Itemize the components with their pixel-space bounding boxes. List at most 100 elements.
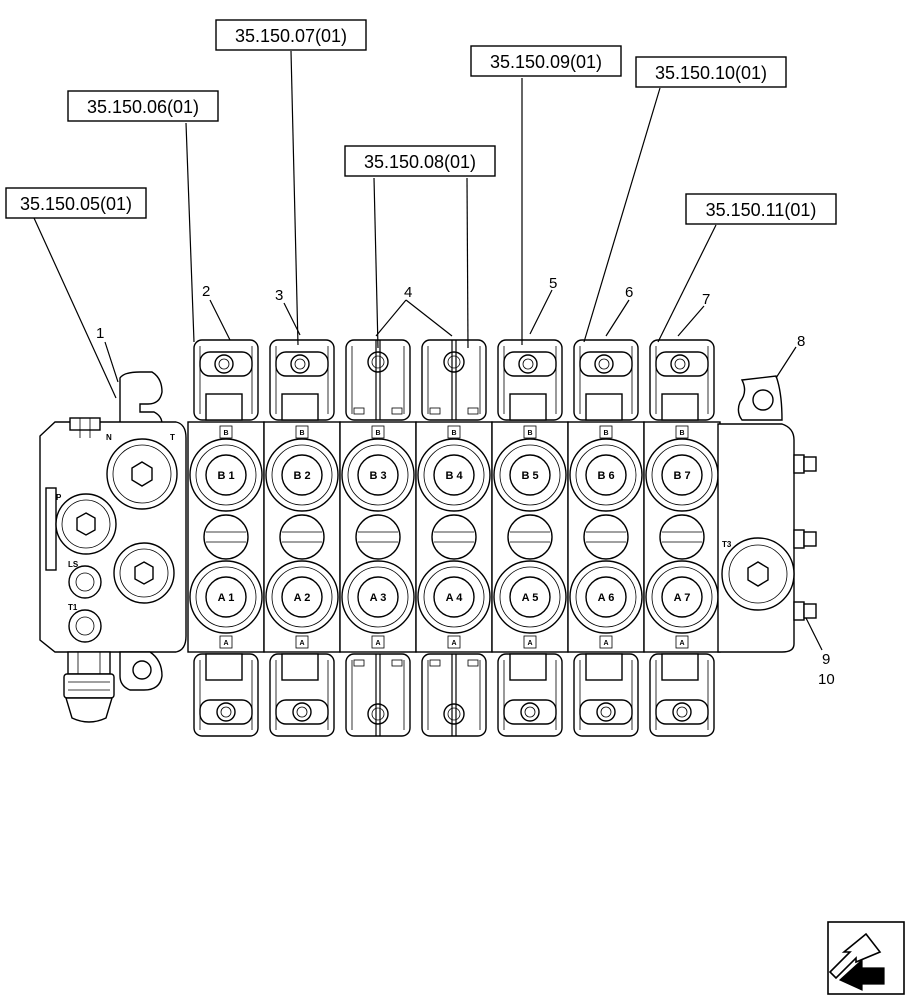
- top-marker-label: B: [299, 430, 304, 437]
- port-b-label: B 7: [673, 470, 690, 482]
- top-spool-block: [281, 393, 319, 421]
- inlet-bottom-nut: [67, 651, 111, 675]
- top-marker-label: B: [375, 430, 380, 437]
- callout-2: 2: [202, 283, 210, 300]
- port-t1-label: T1: [68, 603, 78, 612]
- port-ls-label: LS: [68, 560, 79, 569]
- ref-box-35-150-11: 35.150.11(01): [685, 193, 837, 225]
- inlet-mount-bracket: [119, 371, 163, 425]
- spool-window: [507, 514, 553, 560]
- valve-section-7: B B 7 A 7 A: [643, 339, 721, 737]
- port-p-label: P: [56, 493, 62, 502]
- top-marker-label: B: [451, 430, 456, 437]
- bottom-spool-cap: [345, 653, 411, 737]
- callout-7: 7: [702, 291, 710, 308]
- inlet-top-block: [69, 417, 101, 431]
- callout-4: 4: [404, 284, 412, 301]
- port-a-label: A 3: [370, 592, 387, 604]
- port-t-plug-icon: [131, 461, 153, 487]
- port-a-label: A 7: [674, 592, 691, 604]
- svg-text:35.150.09(01): 35.150.09(01): [490, 52, 602, 72]
- ref-box-35-150-06: 35.150.06(01): [67, 90, 219, 122]
- port-b-label: B 3: [369, 470, 386, 482]
- bottom-spool-block: [585, 653, 623, 681]
- port-a-label: A 6: [598, 592, 615, 604]
- port-b-label: B 2: [293, 470, 310, 482]
- callout-8: 8: [797, 333, 805, 350]
- top-marker-label: B: [679, 430, 684, 437]
- bottom-marker-label: A: [527, 640, 532, 647]
- bottom-marker-label: A: [299, 640, 304, 647]
- bottom-marker-label: A: [451, 640, 456, 647]
- bottom-marker-label: A: [679, 640, 684, 647]
- tie-rod-bottom: [793, 601, 805, 621]
- top-plug-icon: [367, 351, 389, 373]
- top-spool-block: [661, 393, 699, 421]
- port-t-label: T: [170, 433, 175, 442]
- valve-section-3: B B 3 A 3 A: [339, 339, 417, 737]
- bottom-spool-block: [509, 653, 547, 681]
- inlet-section: N T P LS T1: [39, 371, 187, 723]
- spool-window: [279, 514, 325, 560]
- top-spool-cap: [421, 339, 487, 421]
- bottom-plug-icon: [443, 703, 465, 725]
- arrow-nav-icon[interactable]: [827, 921, 905, 995]
- port-t3-plug-icon: [747, 561, 769, 587]
- top-plug-icon: [443, 351, 465, 373]
- tie-rod-nut-bottom: [803, 603, 817, 619]
- svg-text:35.150.11(01): 35.150.11(01): [706, 200, 817, 220]
- top-marker-label: B: [223, 430, 228, 437]
- spool-window: [431, 514, 477, 560]
- bottom-marker-label: A: [375, 640, 380, 647]
- bottom-spool-block: [661, 653, 699, 681]
- reference-boxes: 35.150.05(01) 35.150.06(01) 35.150.07(01…: [5, 19, 837, 225]
- ref-box-35-150-05: 35.150.05(01): [5, 187, 147, 219]
- callout-3: 3: [275, 287, 283, 304]
- spool-window: [203, 514, 249, 560]
- bottom-marker-label: A: [603, 640, 608, 647]
- inlet-bottom-cap: [65, 697, 113, 723]
- top-spool-block: [205, 393, 243, 421]
- port-a-label: A 2: [294, 592, 311, 604]
- bottom-spool-block: [205, 653, 243, 681]
- top-spool-block: [585, 393, 623, 421]
- port-a-label: A 1: [218, 592, 235, 604]
- tie-rod-middle: [793, 529, 805, 549]
- svg-text:35.150.06(01): 35.150.06(01): [87, 97, 199, 117]
- port-b-label: B 6: [597, 470, 614, 482]
- callout-6: 6: [625, 284, 633, 301]
- port-b-label: B 1: [217, 470, 234, 482]
- port-a-label: A 5: [522, 592, 539, 604]
- valve-section-6: B B 6 A 6 A: [567, 339, 645, 737]
- callout-5: 5: [549, 275, 557, 292]
- top-spool-block: [509, 393, 547, 421]
- callout-10: 10: [818, 671, 835, 688]
- port-t1-fitting: [68, 609, 102, 643]
- spool-window: [355, 514, 401, 560]
- inlet-bottom-fitting: [63, 673, 115, 699]
- bottom-spool-block: [281, 653, 319, 681]
- ref-box-35-150-10: 35.150.10(01): [635, 56, 787, 88]
- svg-text:35.150.08(01): 35.150.08(01): [364, 152, 476, 172]
- bottom-plug-icon: [367, 703, 389, 725]
- callout-1: 1: [96, 325, 104, 342]
- bottom-spool-cap: [421, 653, 487, 737]
- spool-window: [659, 514, 705, 560]
- bottom-marker-label: A: [223, 640, 228, 647]
- tie-rod-nut-middle: [803, 531, 817, 547]
- top-marker-label: B: [527, 430, 532, 437]
- top-marker-label: B: [603, 430, 608, 437]
- port-b-label: B 5: [521, 470, 538, 482]
- callout-9: 9: [822, 651, 830, 668]
- port-n-label: N: [106, 433, 112, 442]
- tie-rod-top: [793, 454, 805, 474]
- svg-text:35.150.07(01): 35.150.07(01): [235, 26, 347, 46]
- port-t3-label: T3: [722, 540, 732, 549]
- leader-lines: [33, 50, 823, 651]
- valve-section-1: B B 1 A 1 A: [187, 339, 265, 737]
- port-p-plug-icon: [76, 512, 96, 536]
- svg-text:35.150.05(01): 35.150.05(01): [20, 194, 132, 214]
